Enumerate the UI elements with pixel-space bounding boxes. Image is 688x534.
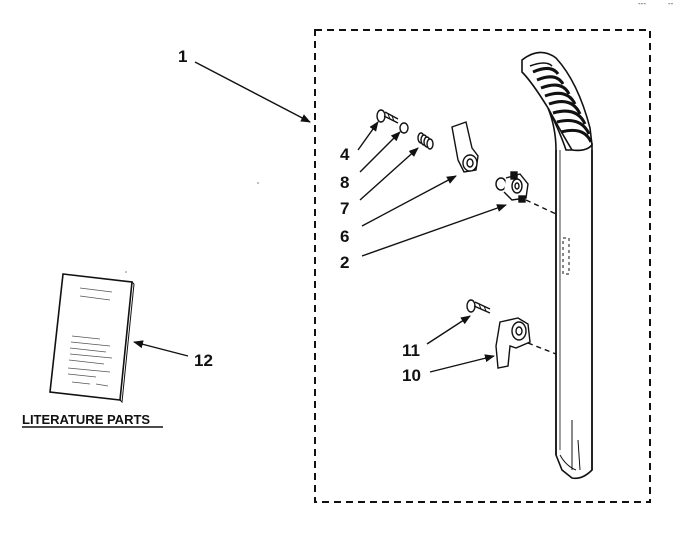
callout-10: 10 <box>402 366 421 385</box>
leader-10 <box>429 354 495 373</box>
callout-4: 4 <box>340 145 350 164</box>
leader-6 <box>361 175 457 227</box>
callout-8: 8 <box>340 173 349 192</box>
callout-11: 11 <box>402 341 420 360</box>
leader-2 <box>361 204 507 257</box>
screw-part-4 <box>376 109 399 124</box>
callout-7: 7 <box>340 199 349 218</box>
leader-12 <box>133 340 189 357</box>
leader-11 <box>426 315 471 345</box>
clamp-part-2 <box>495 171 529 203</box>
corner-mark-2: -- <box>668 0 674 8</box>
callout-2: 2 <box>340 253 349 272</box>
corner-mark-1: --- <box>638 0 646 8</box>
lower-hardware-drawing <box>466 299 531 369</box>
callout-6: 6 <box>340 227 349 246</box>
speck-1 <box>257 182 259 184</box>
washer-part-8 <box>399 122 409 134</box>
leader-4 <box>357 121 379 151</box>
spring-part-7 <box>417 132 434 150</box>
leader-8 <box>359 131 401 173</box>
callout-1: 1 <box>178 47 187 66</box>
bracket-part-10 <box>495 317 531 369</box>
alignment-line-lower <box>527 342 557 355</box>
assembly-boundary-box <box>314 29 651 503</box>
leader-1 <box>194 61 311 123</box>
literature-booklet-drawing <box>49 273 135 404</box>
handle-drawing <box>521 51 593 480</box>
speck-2 <box>125 271 127 273</box>
upper-hardware-drawing <box>376 109 529 203</box>
leader-7 <box>359 147 419 201</box>
leader-lines <box>133 61 507 373</box>
booklet-text-lines <box>67 287 113 387</box>
literature-parts-title: LITERATURE PARTS <box>22 412 150 427</box>
callout-12: 12 <box>194 351 213 370</box>
alignment-line-upper <box>525 199 557 215</box>
latch-part-6 <box>451 121 479 173</box>
screw-part-11 <box>466 299 491 314</box>
